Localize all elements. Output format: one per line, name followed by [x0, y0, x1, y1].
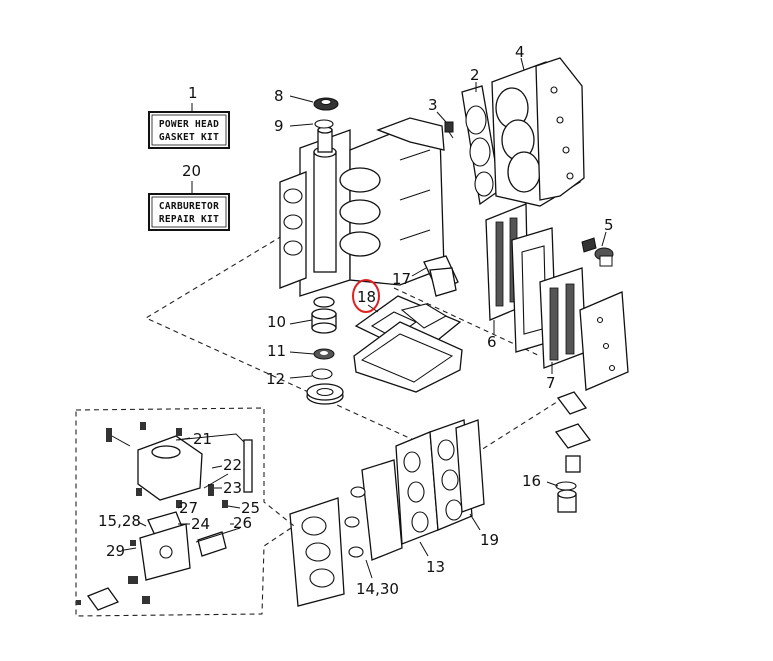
kit-label-line2: GASKET KIT — [159, 132, 219, 143]
part-11-washer[interactable]: 11 — [267, 342, 335, 360]
callout-15-28: 15,28 — [98, 512, 141, 530]
part-8-oil-seal[interactable]: 8 — [274, 87, 339, 111]
carburetor-detail-box — [75, 407, 295, 617]
callout-6: 6 — [487, 333, 497, 351]
part-18-crankcase-gasket[interactable]: 18 — [352, 279, 463, 393]
callout-17: 17 — [392, 270, 411, 288]
callout-19: 19 — [480, 531, 499, 549]
callout-11: 11 — [267, 342, 286, 360]
callout-5: 5 — [604, 216, 614, 234]
part-5-valve[interactable]: 5 — [581, 216, 614, 267]
kit-number-20: 20 — [182, 162, 201, 180]
callout-23: 23 — [223, 479, 242, 497]
callout-16: 16 — [522, 472, 541, 490]
callout-27: 27 — [179, 499, 198, 517]
part-13-intake-gasket[interactable]: 13 — [395, 431, 445, 576]
callout-7: 7 — [546, 374, 556, 392]
part-7-exhaust-cover[interactable]: 7 — [539, 267, 629, 392]
part-16-valve-assembly[interactable]: 16 — [522, 391, 592, 513]
callout-9: 9 — [274, 117, 284, 135]
callout-29: 29 — [106, 542, 125, 560]
callout-21: 21 — [193, 430, 212, 448]
callout-25: 25 — [241, 499, 260, 517]
kit-label-line2: REPAIR KIT — [159, 214, 219, 225]
carburetor-assembly[interactable] — [76, 422, 253, 611]
lower-bearing — [306, 383, 344, 405]
part-12-o-ring[interactable]: 12 — [266, 368, 333, 388]
part-9-o-ring[interactable]: 9 — [274, 117, 334, 135]
callout-8: 8 — [274, 87, 284, 105]
kit-1-power-head-gasket[interactable]: 1 POWER HEAD GASKET KIT — [148, 84, 230, 149]
callout-2: 2 — [470, 66, 480, 84]
callout-14-30: 14,30 — [356, 580, 399, 598]
callout-22: 22 — [223, 456, 242, 474]
kit-number-1: 1 — [188, 84, 198, 102]
cylinder-block[interactable] — [279, 117, 445, 297]
highlight-ring — [352, 279, 380, 313]
part-2-head-gasket[interactable]: 2 — [461, 66, 501, 206]
kit-20-carburetor-repair[interactable]: 20 CARBURETOR REPAIR KIT — [148, 162, 230, 231]
callout-4: 4 — [515, 43, 525, 61]
callout-3: 3 — [428, 96, 438, 114]
carburetor-callouts: 21 22 23 25 27 26 24 15,28 29 — [98, 430, 260, 560]
callout-26: 26 — [233, 514, 252, 532]
part-17-gasket[interactable]: 17 — [392, 255, 459, 297]
part-4-cylinder-head[interactable]: 4 — [491, 43, 585, 207]
part-10-bearing[interactable]: 10 — [267, 296, 337, 334]
callout-18: 18 — [357, 288, 376, 306]
callout-12: 12 — [266, 370, 285, 388]
part-14-30-intake-manifold[interactable]: 14,30 — [289, 459, 403, 607]
kit-label-line1: CARBURETOR — [159, 201, 219, 212]
callout-10: 10 — [267, 313, 286, 331]
callout-13: 13 — [426, 558, 445, 576]
kit-label-line1: POWER HEAD — [159, 119, 219, 130]
callout-24: 24 — [191, 515, 210, 533]
part-19-reed-gasket[interactable]: 19 — [429, 419, 499, 549]
part-3-bolt[interactable]: 3 — [428, 96, 454, 139]
